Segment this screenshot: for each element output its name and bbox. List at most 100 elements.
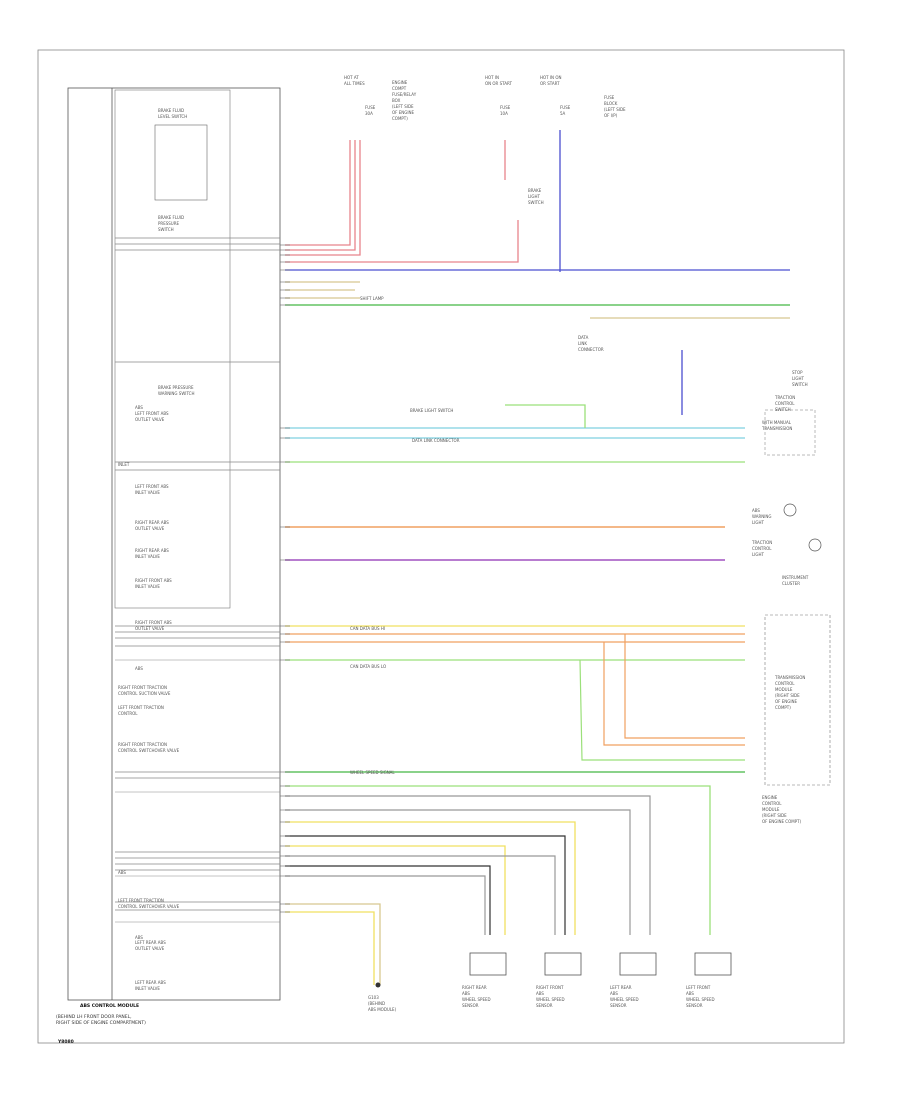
fuse-a-desc-label-2: FUSE/RELAY bbox=[392, 92, 417, 97]
red-wire bbox=[285, 220, 519, 263]
module-section-8-line-1: INLET VALVE bbox=[135, 584, 160, 589]
wheel-speed-sensor-2 bbox=[619, 952, 657, 976]
module-section-11-line-0: RIGHT FRONT TRACTION bbox=[118, 685, 167, 690]
wire-note-n1: SHIFT LAMP bbox=[360, 296, 384, 301]
module-section-15-line-0: LEFT FRONT TRACTION bbox=[118, 898, 164, 903]
gray-wire bbox=[285, 875, 486, 935]
module-section-18-line-1: INLET VALVE bbox=[135, 986, 160, 991]
ecm-label-1: CONTROL bbox=[762, 801, 782, 806]
green-wire bbox=[285, 785, 711, 935]
module-section-6-line-0: RIGHT REAR ABS bbox=[135, 520, 169, 525]
abs-warning-label-2: LIGHT bbox=[752, 520, 764, 525]
instrument-cluster-label-0: INSTRUMENT bbox=[782, 575, 809, 580]
wheel-text-label-1: TRANSMISSION bbox=[762, 426, 793, 431]
ground-label-2: ABS MODULE) bbox=[368, 1007, 397, 1012]
tcm-label-2: MODULE bbox=[775, 687, 793, 692]
fuse-b-label-1: ON OR START bbox=[485, 81, 512, 86]
module-section-9-line-0: RIGHT FRONT ABS bbox=[135, 620, 172, 625]
gray-wire bbox=[285, 795, 651, 935]
stop-light-switch-label-2: SWITCH bbox=[792, 382, 808, 387]
module-section-3-line-2: OUTLET VALVE bbox=[135, 417, 165, 422]
fuse-a-label-0: HOT AT bbox=[344, 75, 359, 80]
ground-point bbox=[375, 982, 381, 988]
lr-sensor-label-0: LEFT REAR bbox=[610, 985, 632, 990]
module-section-10-line-0: ABS bbox=[135, 666, 143, 671]
module-section-13-line-0: RIGHT FRONT TRACTION bbox=[118, 742, 167, 747]
abs-warning-label-0: ABS bbox=[752, 508, 760, 513]
module-box bbox=[67, 87, 281, 1001]
orange-wire bbox=[603, 642, 745, 746]
fuse-c-desc-label-3: OF I/P) bbox=[604, 113, 618, 118]
fuse-c-label-1: OR START bbox=[540, 81, 560, 86]
green-wire bbox=[579, 659, 745, 761]
data-link-label-1: LINK bbox=[578, 341, 588, 346]
traction-switch-label-2: SWITCH bbox=[775, 407, 791, 412]
page-id: Y8080 bbox=[58, 1040, 74, 1045]
wire-note-n5: CAN DATA BUS LO bbox=[350, 664, 387, 669]
module-section-0-line-0: BRAKE FLUID bbox=[158, 108, 185, 113]
module-section-13-line-1: CONTROL SWITCHOVER VALVE bbox=[118, 748, 180, 753]
fuse-c-fuse-label-0: FUSE bbox=[560, 105, 571, 110]
fuse-a-fuse-label-0: FUSE bbox=[365, 105, 376, 110]
module-section-1-line-2: SWITCH bbox=[158, 227, 174, 232]
gray-wire bbox=[285, 809, 631, 935]
module-section-16-line-0: ABS bbox=[135, 935, 143, 940]
traction-switch-label-1: CONTROL bbox=[775, 401, 795, 406]
lf-sensor-label-0: LEFT FRONT bbox=[686, 985, 711, 990]
module-title: ABS CONTROL MODULE bbox=[80, 1004, 140, 1009]
module-section-6-line-1: OUTLET VALVE bbox=[135, 526, 165, 531]
module-section-1-line-1: PRESSURE bbox=[158, 221, 180, 226]
fuse-a-desc-label-3: BOX bbox=[392, 98, 401, 103]
tcm-label-5: COMPT) bbox=[775, 705, 791, 710]
fuse-c-desc-label-2: (LEFT SIDE bbox=[604, 107, 626, 112]
fuse-c-label-0: HOT IN ON bbox=[540, 75, 562, 80]
stop-light-switch-label-0: STOP bbox=[792, 370, 803, 375]
fuse-c-desc-label-0: FUSE bbox=[604, 95, 615, 100]
yellow-wire bbox=[285, 911, 375, 985]
traction-light-label-0: TRACTION bbox=[752, 540, 773, 545]
abs-warning-label-1: WARNING bbox=[752, 514, 772, 519]
wire-group bbox=[115, 130, 790, 985]
module-section-18-line-0: LEFT REAR ABS bbox=[135, 980, 166, 985]
data-link-label-2: CONNECTOR bbox=[578, 347, 604, 352]
yellow-wire bbox=[285, 845, 506, 935]
module-section-3-line-1: LEFT FRONT ABS bbox=[135, 411, 169, 416]
traction-light-label-1: CONTROL bbox=[752, 546, 772, 551]
module-section-7-line-1: INLET VALVE bbox=[135, 554, 160, 559]
stop-light-switch-label-1: LIGHT bbox=[792, 376, 804, 381]
wheel-speed-sensor-1 bbox=[544, 952, 582, 976]
module-section-12-line-0: LEFT FRONT TRACTION bbox=[118, 705, 164, 710]
fuse-a-desc-label-5: OF ENGINE bbox=[392, 110, 415, 115]
traction-switch-box bbox=[764, 409, 816, 456]
lf-sensor-label-2: WHEEL SPEED bbox=[686, 997, 715, 1002]
traction-switch-label-0: TRACTION bbox=[775, 395, 796, 400]
fuse-c-desc-label-1: BLOCK bbox=[604, 101, 618, 106]
lf-sensor-label-3: SENSOR bbox=[686, 1003, 703, 1008]
module-section-5-line-1: INLET VALVE bbox=[135, 490, 160, 495]
ground-label-0: G103 bbox=[368, 995, 379, 1000]
module-section-4-line-0: INLET bbox=[118, 462, 130, 467]
module-section-17-line-1: OUTLET VALVE bbox=[135, 946, 165, 951]
traction-light-label-2: LIGHT bbox=[752, 552, 764, 557]
abs-warning-light bbox=[783, 503, 797, 517]
abs-relay-label-0: BRAKE bbox=[528, 188, 542, 193]
tcm-box bbox=[764, 614, 831, 786]
module-section-9-line-1: OUTLET VALVE bbox=[135, 626, 165, 631]
module-section-0-line-1: LEVEL SWITCH bbox=[158, 114, 188, 119]
module-section-11-line-1: CONTROL SUCTION VALVE bbox=[118, 691, 171, 696]
fuse-a-label-1: ALL TIMES bbox=[344, 81, 365, 86]
lr-sensor-label-1: ABS bbox=[610, 991, 618, 996]
instrument-cluster-label-1: CLUSTER bbox=[782, 581, 801, 586]
lf-sensor-label-1: ABS bbox=[686, 991, 694, 996]
wheel-speed-sensor-0 bbox=[469, 952, 507, 976]
module-section-3-line-0: ABS bbox=[135, 405, 143, 410]
tan-wire bbox=[285, 903, 381, 985]
rf-sensor-label-0: RIGHT FRONT bbox=[536, 985, 564, 990]
tcm-label-4: OF ENGINE bbox=[775, 699, 798, 704]
module-section-2-line-0: BRAKE PRESSURE bbox=[158, 385, 194, 390]
yellow-wire bbox=[285, 821, 576, 935]
data-link-label-0: DATA bbox=[578, 335, 589, 340]
ecm-label-2: MODULE bbox=[762, 807, 780, 812]
